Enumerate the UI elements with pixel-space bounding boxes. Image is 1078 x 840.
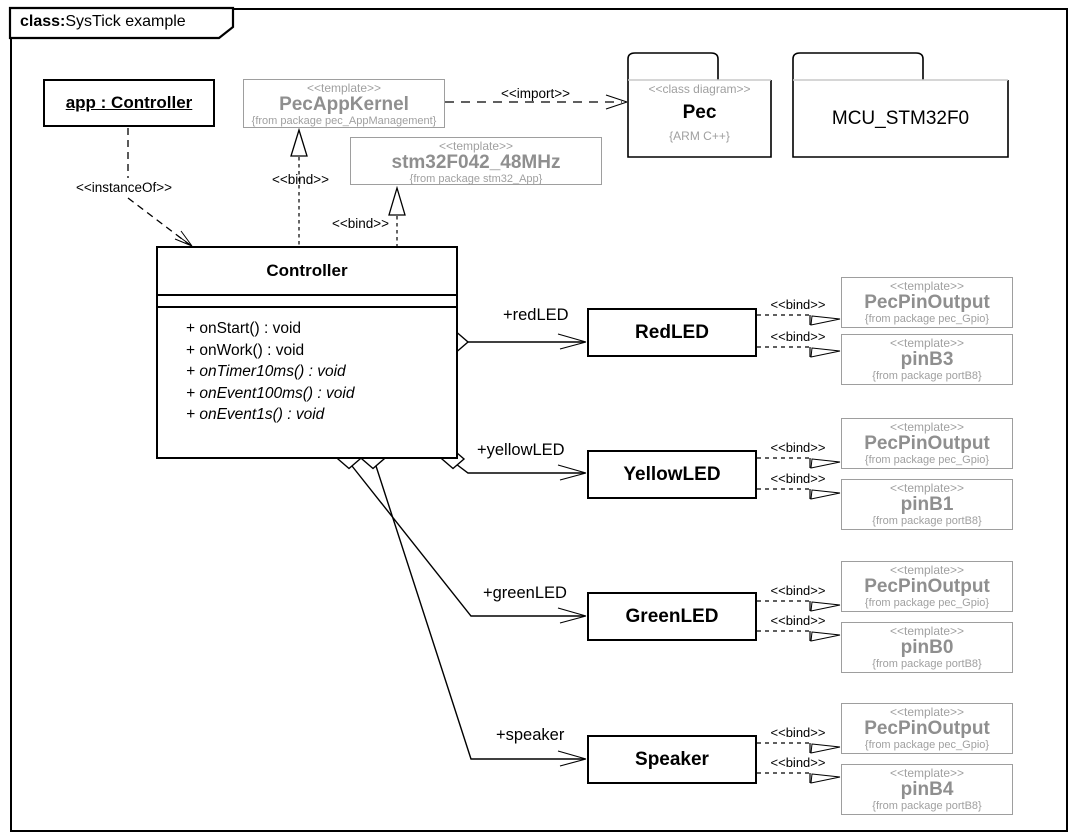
- diagram-frame: [8, 6, 1068, 832]
- speaker-association: [360, 448, 587, 767]
- mcu-package-name: MCU_STM32F0: [831, 107, 970, 129]
- node-redled-pin-template[interactable]: <<template>> pinB3 {from package portB8}: [841, 334, 1013, 385]
- stm32-name: stm32F042_48MHz: [391, 152, 561, 173]
- node-speaker-pin-template[interactable]: <<template>> pinB4 {from package portB8}: [841, 764, 1013, 815]
- node-speaker-pinoutput-template[interactable]: <<template>> PecPinOutput {from package …: [841, 703, 1013, 754]
- greenled-bind-connectors: [757, 600, 841, 642]
- node-greenled[interactable]: GreenLED: [587, 592, 757, 641]
- node-redled-pinoutput-template[interactable]: <<template>> PecPinOutput {from package …: [841, 277, 1013, 328]
- template-from: {from package pec_Gpio}: [864, 313, 990, 325]
- pec-package-tag: {ARM C++}: [669, 129, 730, 143]
- template-name: PecPinOutput: [864, 718, 990, 739]
- controller-method: + onEvent100ms() : void: [186, 384, 355, 402]
- node-stm32-template[interactable]: <<template>> stm32F042_48MHz {from packa…: [350, 137, 602, 185]
- pecappkernel-name: PecAppKernel: [279, 94, 409, 115]
- template-from: {from package pec_Gpio}: [864, 597, 990, 609]
- template-stereotype: <<template>>: [889, 336, 965, 350]
- speaker-name: Speaker: [635, 748, 709, 770]
- instanceof-connector: [127, 128, 193, 247]
- template-stereotype: <<template>>: [889, 481, 965, 495]
- bind-label: <<bind>>: [770, 755, 826, 770]
- bind-label: <<bind>>: [770, 725, 826, 740]
- node-app-instance[interactable]: app : Controller: [43, 79, 215, 127]
- bind-label: <<bind>>: [770, 297, 826, 312]
- template-name: pinB0: [900, 637, 954, 658]
- greenled-name: GreenLED: [625, 605, 719, 627]
- pec-package-stereotype: <<class diagram>>: [648, 82, 751, 96]
- template-from: {from package pec_Gpio}: [864, 454, 990, 466]
- template-from: {from package pec_Gpio}: [864, 739, 990, 751]
- template-from: {from package portB8}: [872, 370, 982, 382]
- template-name: PecPinOutput: [864, 292, 990, 313]
- template-from: {from package portB8}: [872, 515, 982, 527]
- diagram-title-text: SysTick example: [65, 13, 186, 30]
- redled-role-label: +redLED: [503, 306, 569, 324]
- template-from: {from package portB8}: [872, 658, 982, 670]
- import-connector: [445, 94, 628, 110]
- bind-label: <<bind>>: [770, 583, 826, 598]
- template-name: pinB4: [900, 779, 954, 800]
- pecappkernel-from: {from package pec_AppManagement}: [251, 115, 437, 127]
- node-greenled-pinoutput-template[interactable]: <<template>> PecPinOutput {from package …: [841, 561, 1013, 612]
- node-yellowled[interactable]: YellowLED: [587, 450, 757, 499]
- template-stereotype: <<template>>: [889, 624, 965, 638]
- template-stereotype: <<template>>: [889, 766, 965, 780]
- stm32-stereotype: <<template>>: [438, 139, 514, 153]
- node-mcu-package[interactable]: MCU_STM32F0: [793, 80, 1008, 157]
- app-instance-label: app : Controller: [65, 93, 193, 112]
- node-greenled-pin-template[interactable]: <<template>> pinB0 {from package portB8}: [841, 622, 1013, 673]
- pec-package-shape: [627, 52, 772, 158]
- template-name: pinB1: [900, 494, 954, 515]
- instanceof-label: <<instanceOf>>: [76, 180, 173, 195]
- redled-name: RedLED: [635, 321, 709, 343]
- bind-label: <<bind>>: [770, 329, 826, 344]
- diagram-title: class:SysTick example: [20, 13, 186, 31]
- node-yellowled-pin-template[interactable]: <<template>> pinB1 {from package portB8}: [841, 479, 1013, 530]
- import-label: <<import>>: [501, 86, 571, 101]
- template-stereotype: <<template>>: [889, 705, 965, 719]
- controller-method: + onEvent1s() : void: [186, 406, 325, 424]
- controller-class-name: Controller: [158, 248, 456, 296]
- bind-pecappkernel-connector: [290, 127, 308, 246]
- stm32-from: {from package stm32_App}: [409, 173, 543, 185]
- controller-method: + onWork() : void: [186, 341, 305, 359]
- node-pecappkernel-template[interactable]: <<template>> PecAppKernel {from package …: [243, 79, 445, 128]
- template-from: {from package portB8}: [872, 800, 982, 812]
- template-stereotype: <<template>>: [889, 563, 965, 577]
- bind-label-stm32: <<bind>>: [332, 216, 390, 231]
- controller-attributes-compartment: [158, 296, 456, 308]
- node-controller-class[interactable]: Controller + onStart() : void + onWork()…: [156, 246, 458, 459]
- pec-package-name: Pec: [682, 102, 717, 123]
- bind-label: <<bind>>: [770, 440, 826, 455]
- yellowled-role-label: +yellowLED: [477, 441, 565, 459]
- redled-association: [444, 331, 587, 353]
- bind-stm32-connector: [388, 185, 406, 246]
- template-name: PecPinOutput: [864, 576, 990, 597]
- diagram-title-kind: class:: [20, 13, 66, 30]
- bind-label-pecappkernel: <<bind>>: [272, 172, 330, 187]
- mcu-package-shape: [792, 52, 1009, 158]
- node-pec-package[interactable]: <<class diagram>> Pec {ARM C++}: [628, 82, 771, 144]
- speaker-bind-connectors: [757, 742, 841, 784]
- template-name: PecPinOutput: [864, 433, 990, 454]
- template-stereotype: <<template>>: [889, 279, 965, 293]
- controller-operations-compartment: + onStart() : void + onWork() : void + o…: [158, 308, 456, 457]
- yellowled-name: YellowLED: [623, 463, 721, 485]
- pecappkernel-stereotype: <<template>>: [306, 81, 382, 95]
- template-name: pinB3: [900, 349, 954, 370]
- yellowled-bind-connectors: [757, 457, 841, 500]
- node-speaker[interactable]: Speaker: [587, 735, 757, 784]
- bind-label: <<bind>>: [770, 471, 826, 486]
- frame-title-tab: [8, 6, 235, 40]
- speaker-role-label: +speaker: [496, 726, 565, 744]
- node-redled[interactable]: RedLED: [587, 308, 757, 357]
- controller-method: + onTimer10ms() : void: [186, 363, 346, 381]
- greenled-role-label: +greenLED: [483, 584, 567, 602]
- node-yellowled-pinoutput-template[interactable]: <<template>> PecPinOutput {from package …: [841, 418, 1013, 469]
- redled-bind-connectors: [757, 314, 841, 358]
- controller-method: + onStart() : void: [186, 320, 302, 337]
- template-stereotype: <<template>>: [889, 420, 965, 434]
- bind-label: <<bind>>: [770, 613, 826, 628]
